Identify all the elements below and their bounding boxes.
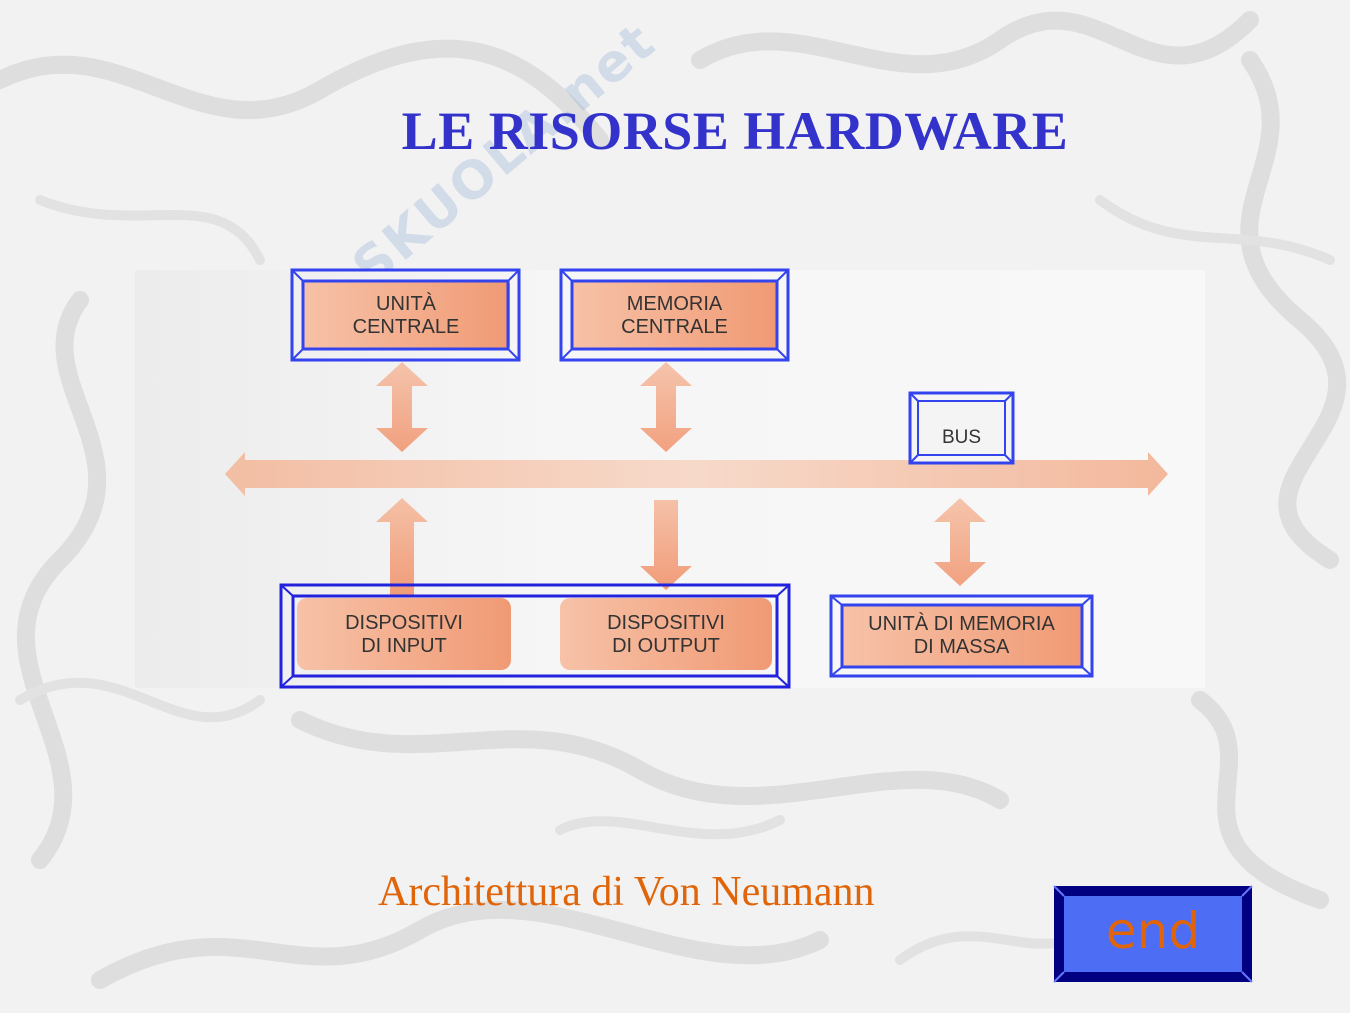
bus-label: BUS [941, 427, 982, 448]
storage-label: UNITÀ DI MEMORIA DI MASSA [868, 613, 1055, 658]
memory-bus-arrow [640, 362, 692, 452]
page-title: LE RISORSE HARDWARE [401, 101, 1069, 161]
diagram-caption: Architettura di Von Neumann [378, 869, 875, 915]
bus-output-arrow [640, 500, 692, 590]
cpu-node [290, 268, 521, 362]
memory-node [559, 268, 790, 362]
input-bus-arrow [376, 498, 428, 596]
end-button[interactable]: end [1052, 884, 1254, 984]
bus-arrow [225, 452, 1168, 496]
cpu-label: UNITÀ CENTRALE [352, 293, 460, 338]
memory-label: MEMORIA CENTRALE [621, 293, 728, 338]
input-label: DISPOSITIVI DI INPUT [345, 612, 463, 657]
end-button-label: end [1105, 902, 1201, 960]
output-label: DISPOSITIVI DI OUTPUT [607, 612, 725, 657]
io-group-node [279, 583, 791, 689]
storage-bus-arrow [934, 498, 986, 586]
storage-node [829, 594, 1094, 678]
cpu-bus-arrow [376, 362, 428, 452]
end-button-frame [1053, 885, 1253, 983]
bus-label-node [908, 391, 1015, 465]
